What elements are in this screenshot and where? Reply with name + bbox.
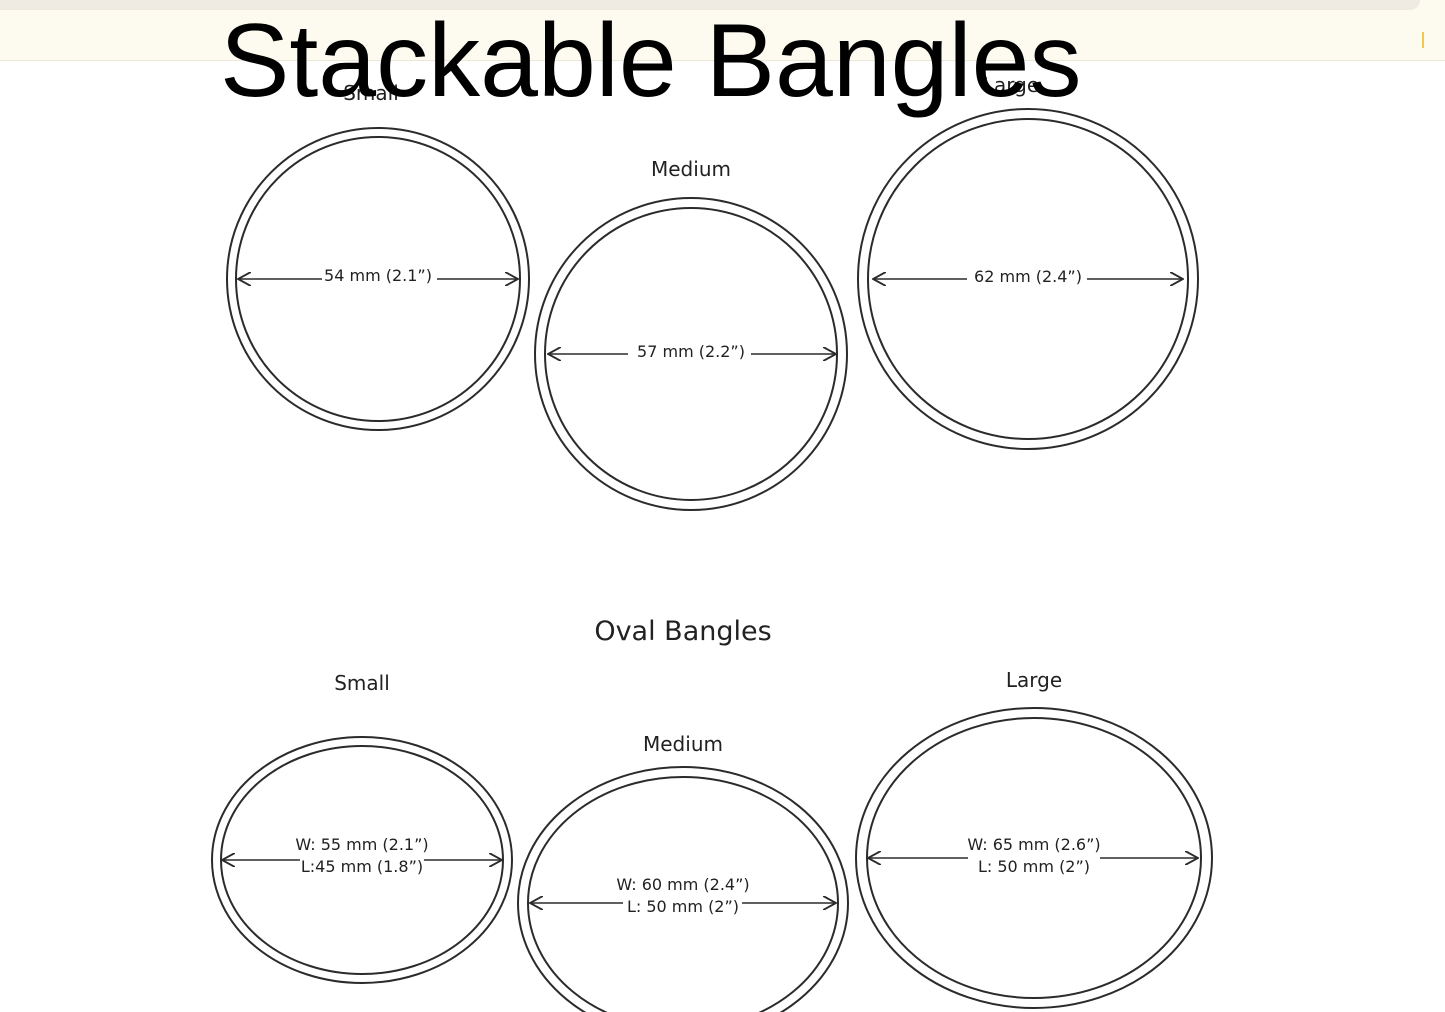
length-label: L: 50 mm (2”): [978, 857, 1090, 876]
size-label: Medium: [643, 732, 723, 756]
oval-bangle-small: Small W: 55 mm (2.1”) L:45 mm (1.8”): [211, 671, 513, 984]
size-label: Large: [983, 73, 1039, 97]
length-label: L:45 mm (1.8”): [301, 857, 423, 876]
address-bar[interactable]: [0, 0, 1420, 10]
inner-ring: [527, 776, 839, 1012]
dimension-label: 62 mm (2.4”): [974, 267, 1082, 286]
oval-bangle-medium: Medium W: 60 mm (2.4”) L: 50 mm (2”): [517, 732, 849, 1012]
size-label: Small: [343, 81, 399, 105]
oval-bangle-large: Large W: 65 mm (2.6”) L: 50 mm (2”): [855, 668, 1213, 1009]
outer-ring: [211, 736, 513, 984]
dimension-label: 54 mm (2.1”): [324, 266, 432, 285]
width-label: W: 55 mm (2.1”): [295, 835, 428, 854]
size-label: Medium: [651, 157, 731, 181]
length-label: L: 50 mm (2”): [627, 897, 739, 916]
inner-ring: [867, 118, 1189, 440]
width-label: W: 60 mm (2.4”): [616, 875, 749, 894]
round-bangle-medium: Medium 57 mm (2.2”): [534, 157, 848, 511]
round-bangle-large: Large 62 mm (2.4”): [857, 73, 1199, 450]
outer-ring: [857, 108, 1199, 450]
round-bangle-small: Small 54 mm (2.1”): [226, 81, 530, 431]
outer-ring: [517, 766, 849, 1012]
dimension-label: 57 mm (2.2”): [637, 342, 745, 361]
size-label: Small: [334, 671, 390, 695]
outer-ring: [226, 127, 530, 431]
inner-ring: [235, 136, 521, 422]
size-label: Large: [1006, 668, 1062, 692]
browser-top-bar: [0, 0, 1445, 61]
outer-ring: [534, 197, 848, 511]
width-label: W: 65 mm (2.6”): [967, 835, 1100, 854]
page-title: Stackable Bangles: [220, 3, 1082, 119]
text-cursor-icon: [1422, 32, 1424, 48]
outer-ring: [855, 707, 1213, 1009]
section-title: Oval Bangles: [594, 616, 771, 647]
